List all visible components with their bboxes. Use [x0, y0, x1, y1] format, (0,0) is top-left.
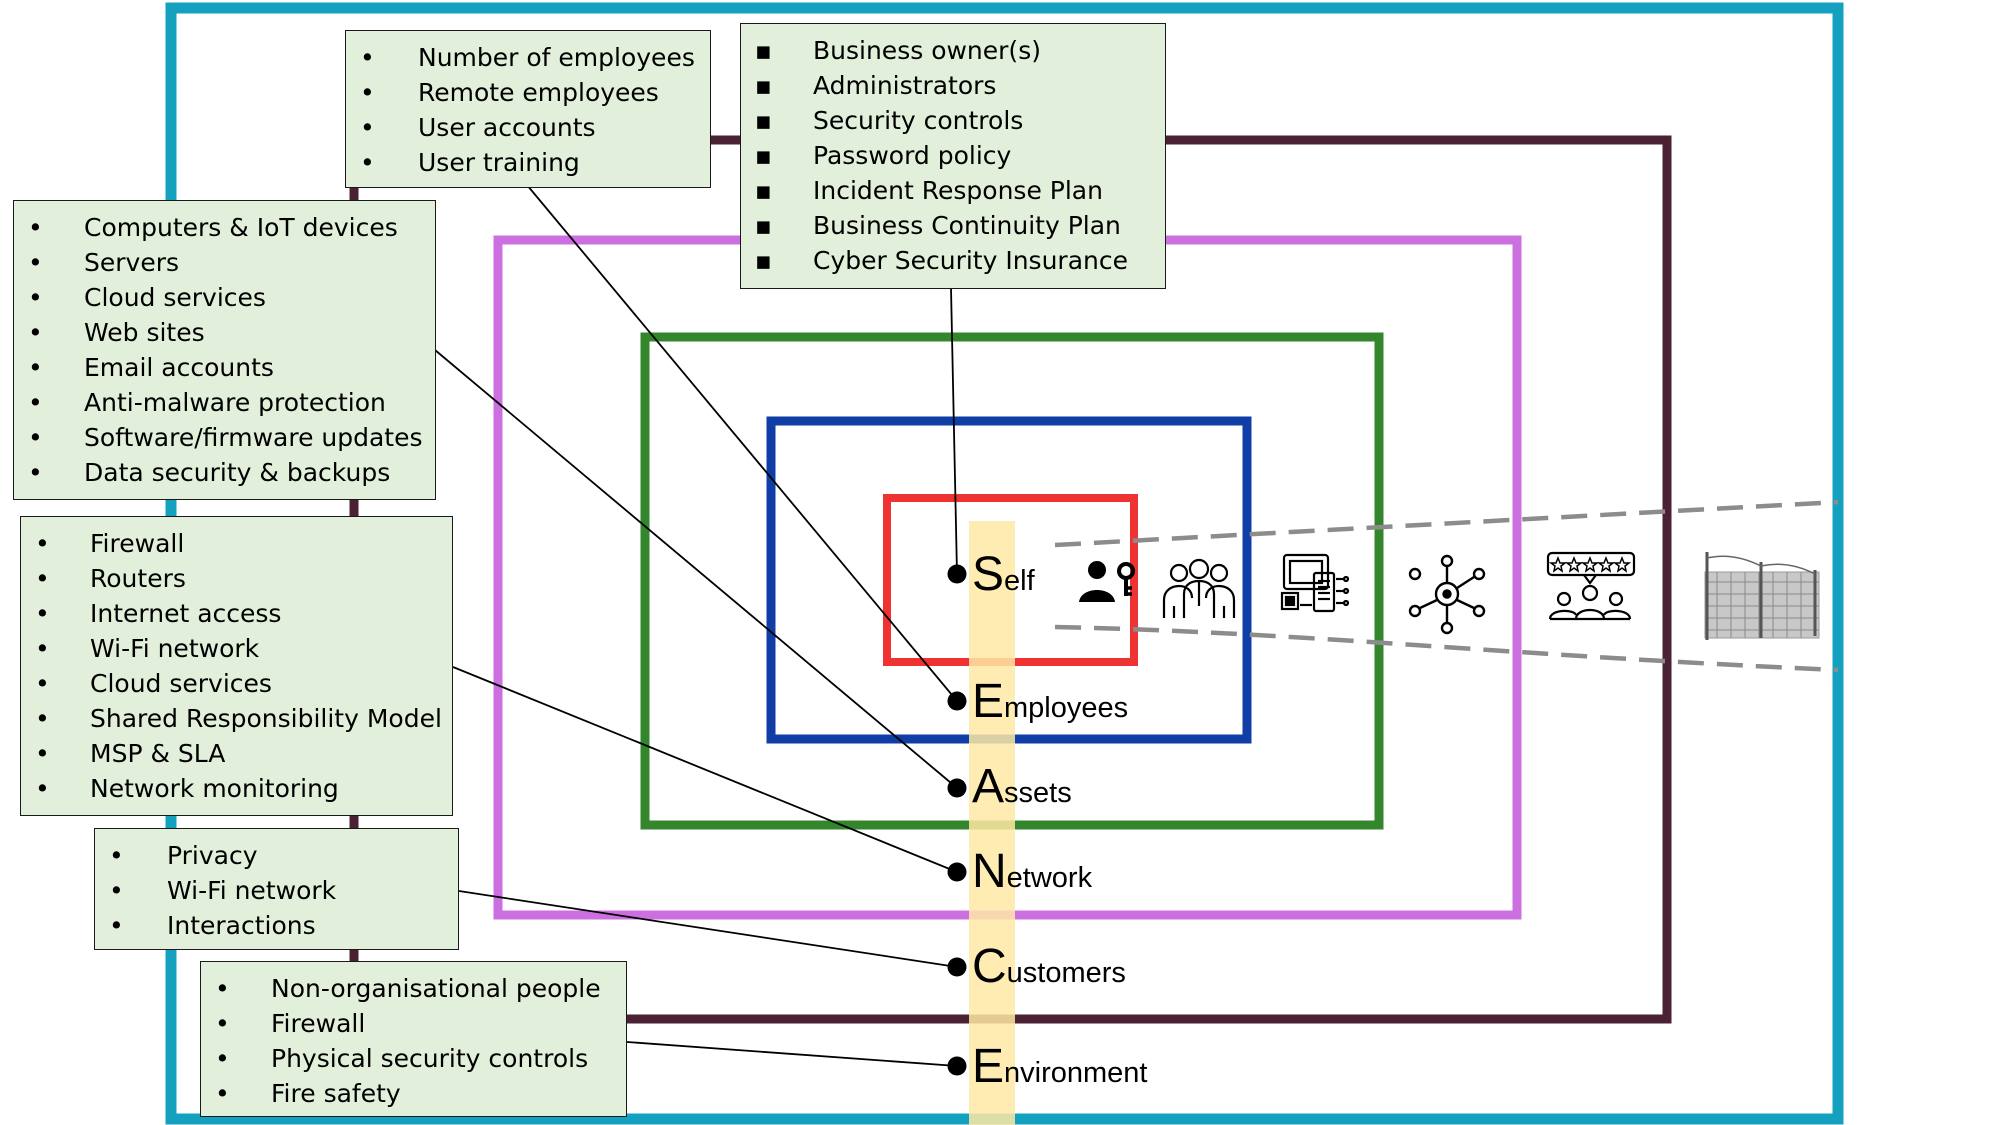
customers-item: •Privacy	[109, 841, 258, 870]
label-network-rest: etwork	[1006, 862, 1093, 894]
self-item: ▪Administrators	[755, 71, 997, 100]
environment-item: •Non-organisational people	[215, 974, 601, 1003]
label-customers: Customers	[972, 943, 1126, 991]
environment-item: •Firewall	[215, 1009, 366, 1038]
label-customers-rest: ustomers	[1006, 957, 1126, 989]
network-item: •Network monitoring	[35, 774, 339, 803]
label-self-rest: elf	[1004, 565, 1035, 597]
label-assets: Assets	[972, 763, 1072, 811]
assets-item: •Cloud services	[28, 283, 266, 312]
customers-details-box: •Privacy •Wi-Fi network •Interactions	[94, 828, 459, 950]
connector-environment	[626, 1041, 958, 1067]
bullet-assets	[947, 778, 967, 798]
network-details-box: •Firewall •Routers •Internet access •Wi-…	[20, 516, 453, 816]
label-network: Network	[972, 848, 1092, 896]
environment-details-box: •Non-organisational people •Firewall •Ph…	[200, 961, 627, 1117]
seance-spine	[969, 521, 1015, 1125]
label-employees-rest: mployees	[1004, 692, 1129, 724]
bullet-employees	[947, 691, 967, 711]
assets-item: •Computers & IoT devices	[28, 213, 398, 242]
connector-self	[950, 287, 958, 575]
assets-item: •Servers	[28, 248, 180, 277]
bullet-network	[947, 862, 967, 882]
connector-customers	[458, 890, 958, 968]
network-item: •Routers	[35, 564, 186, 593]
label-assets-rest: ssets	[1004, 777, 1072, 809]
network-item: •Firewall	[35, 529, 185, 558]
bullet-customers	[947, 957, 967, 977]
self-item: ▪Incident Response Plan	[755, 176, 1103, 205]
network-item: •MSP & SLA	[35, 739, 226, 768]
network-item: •Wi-Fi network	[35, 634, 260, 663]
self-item: ▪Business Continuity Plan	[755, 211, 1121, 240]
perspective-line-bottom	[1054, 624, 1839, 673]
network-hub-icon	[1408, 554, 1486, 635]
connector-assets	[434, 349, 958, 789]
self-item: ▪Business owner(s)	[755, 36, 1041, 65]
employees-details-box: •Number of employees •Remote employees •…	[345, 30, 711, 188]
employees-item: •Number of employees	[360, 43, 695, 72]
assets-details-box: •Computers & IoT devices •Servers •Cloud…	[13, 200, 436, 500]
self-item: ▪Cyber Security Insurance	[755, 246, 1128, 275]
label-environment-rest: nvironment	[1004, 1057, 1148, 1089]
employees-item: •Remote employees	[360, 78, 659, 107]
network-item: •Internet access	[35, 599, 282, 628]
customer-rating-icon	[1546, 551, 1636, 621]
environment-item: •Physical security controls	[215, 1044, 589, 1073]
assets-item: •Data security & backups	[28, 458, 391, 487]
label-environment: Environment	[972, 1043, 1147, 1091]
team-icon	[1162, 558, 1236, 618]
perspective-line-top	[1054, 499, 1839, 548]
assets-item: •Anti-malware protection	[28, 388, 386, 417]
employees-item: •User accounts	[360, 113, 596, 142]
customers-item: •Interactions	[109, 911, 316, 940]
label-environment-initial: E	[972, 1040, 1005, 1093]
network-item: •Shared Responsibility Model	[35, 704, 442, 733]
assets-item: •Email accounts	[28, 353, 274, 382]
self-details-box: ▪Business owner(s) ▪Administrators ▪Secu…	[740, 23, 1166, 289]
connector-network	[452, 666, 958, 873]
assets-item: •Software/firmware updates	[28, 423, 423, 452]
self-item: ▪Password policy	[755, 141, 1012, 170]
bullet-self	[947, 564, 967, 584]
label-customers-initial: C	[972, 940, 1007, 993]
label-self: Self	[972, 551, 1035, 599]
label-assets-initial: A	[972, 760, 1005, 813]
assets-item: •Web sites	[28, 318, 205, 347]
label-self-initial: S	[972, 548, 1005, 601]
customers-item: •Wi-Fi network	[109, 876, 337, 905]
employees-item: •User training	[360, 148, 580, 177]
admin-key-icon	[1079, 561, 1135, 602]
label-employees: Employees	[972, 678, 1128, 726]
label-network-initial: N	[972, 845, 1007, 898]
self-item: ▪Security controls	[755, 106, 1024, 135]
connector-employees	[526, 184, 958, 702]
network-item: •Cloud services	[35, 669, 272, 698]
bullet-environment	[947, 1056, 967, 1076]
security-fence-icon	[1704, 552, 1820, 640]
devices-icon	[1280, 553, 1350, 613]
environment-item: •Fire safety	[215, 1079, 401, 1108]
label-employees-initial: E	[972, 675, 1005, 728]
